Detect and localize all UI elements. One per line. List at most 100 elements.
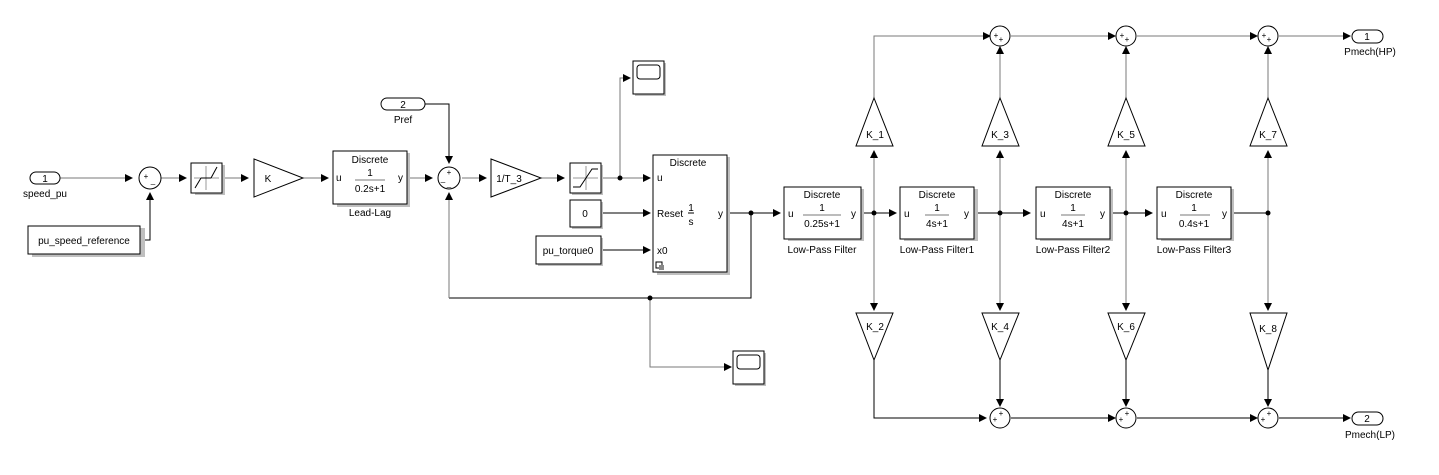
low-pass-filter-1[interactable]: Discrete 1 4s+1 u y Low-Pass Filter1 bbox=[899, 186, 978, 256]
sum-hp-1[interactable]: + + bbox=[989, 25, 1011, 47]
outport-number: 1 bbox=[1364, 32, 1370, 43]
tf-denominator: s bbox=[689, 217, 694, 228]
state-port-icon bbox=[655, 261, 664, 270]
inport-pref[interactable]: 2 Pref bbox=[380, 97, 426, 126]
block-name: Low-Pass Filter1 bbox=[900, 245, 975, 256]
saturation-block[interactable] bbox=[569, 162, 603, 195]
discrete-integrator-block[interactable]: Discrete u Reset 1 s y x0 bbox=[652, 154, 730, 275]
outport-pmech-lp[interactable]: 2 Pmech(LP) bbox=[1345, 411, 1395, 441]
gain-k1[interactable]: K_1 bbox=[855, 96, 894, 147]
sum-hp-2[interactable]: + + bbox=[1115, 25, 1137, 47]
tf-denominator: 0.25s+1 bbox=[804, 219, 840, 230]
tf-numerator: 1 bbox=[819, 203, 825, 214]
gain-inv-t3[interactable]: 1/T_3 bbox=[490, 158, 543, 198]
sum-lp-2[interactable]: + + bbox=[1115, 407, 1137, 429]
lead-lag-block[interactable]: Discrete 1 0.2s+1 u y Lead-Lag bbox=[332, 150, 410, 219]
scope-screen-icon bbox=[736, 354, 761, 370]
gain-value: K_7 bbox=[1259, 130, 1277, 141]
outport-label: Pmech(LP) bbox=[1345, 430, 1395, 441]
low-pass-filter-0[interactable]: Discrete 1 0.25s+1 u y Low-Pass Filter bbox=[783, 186, 864, 256]
tf-denominator: 0.4s+1 bbox=[1179, 219, 1210, 230]
gain-k3[interactable]: K_3 bbox=[981, 96, 1020, 147]
tf-numerator: 1 bbox=[1070, 203, 1076, 214]
tf-numerator: 1 bbox=[367, 168, 373, 179]
tf-denominator: 0.2s+1 bbox=[355, 184, 386, 195]
sum-pref[interactable]: + _ _ bbox=[437, 166, 461, 190]
sum-sign: + bbox=[999, 35, 1004, 44]
gain-value: 1/T_3 bbox=[496, 174, 522, 185]
tf-numerator: 1 bbox=[1191, 203, 1197, 214]
sum-sign: + bbox=[1262, 31, 1267, 40]
sum-sign: + bbox=[1120, 31, 1125, 40]
gain-k4[interactable]: K_4 bbox=[981, 312, 1020, 362]
constant-reset[interactable]: 0 bbox=[569, 199, 603, 229]
saturation-icon bbox=[573, 166, 598, 190]
inport-label: Pref bbox=[394, 115, 413, 126]
gain-k7[interactable]: K_7 bbox=[1249, 96, 1288, 147]
sum-hp-3[interactable]: + + bbox=[1257, 25, 1279, 47]
gain-value: K_1 bbox=[866, 130, 884, 141]
port-label: u bbox=[1161, 209, 1167, 220]
constant-value: pu_torque0 bbox=[543, 246, 594, 257]
dead-zone-block[interactable] bbox=[190, 162, 225, 195]
low-pass-filter-2[interactable]: Discrete 1 4s+1 u y Low-Pass Filter2 bbox=[1035, 186, 1113, 256]
gain-k[interactable]: K bbox=[253, 158, 305, 198]
port-label: u bbox=[1040, 209, 1046, 220]
sum-lp-1[interactable]: + + bbox=[989, 407, 1011, 429]
low-pass-filter-3[interactable]: Discrete 1 0.4s+1 u y Low-Pass Filter3 bbox=[1156, 186, 1234, 256]
port-label: y bbox=[398, 173, 403, 184]
inport-number: 1 bbox=[42, 174, 48, 185]
dead-zone-icon bbox=[194, 166, 219, 190]
sum-sign: + bbox=[447, 168, 452, 177]
port-label: y bbox=[851, 209, 856, 220]
gain-k8[interactable]: K_8 bbox=[1249, 312, 1288, 372]
outport-number: 2 bbox=[1364, 414, 1370, 425]
constant-value: 0 bbox=[582, 209, 588, 220]
block-name: Low-Pass Filter bbox=[788, 245, 858, 256]
port-label: Reset bbox=[657, 209, 683, 220]
sum-speed-error[interactable]: + _ bbox=[138, 166, 162, 190]
block-name: Low-Pass Filter3 bbox=[1157, 245, 1232, 256]
port-label: u bbox=[336, 173, 342, 184]
sum-sign: + bbox=[1267, 409, 1272, 418]
sum-sign: + bbox=[1125, 35, 1130, 44]
sum-sign: + bbox=[1125, 409, 1130, 418]
scope-1[interactable] bbox=[632, 60, 666, 96]
outport-pmech-hp[interactable]: 1 Pmech(HP) bbox=[1344, 29, 1396, 58]
sum-sign: + bbox=[1261, 415, 1266, 424]
port-label: u bbox=[657, 173, 663, 184]
sum-sign: _ bbox=[446, 179, 452, 188]
block-title: Discrete bbox=[1176, 190, 1213, 201]
block-name: Lead-Lag bbox=[349, 208, 391, 219]
scope-2[interactable] bbox=[732, 350, 766, 386]
sum-lp-3[interactable]: + + bbox=[1257, 407, 1279, 429]
gain-k5[interactable]: K_5 bbox=[1107, 96, 1146, 147]
block-title: Discrete bbox=[919, 190, 956, 201]
block-title: Discrete bbox=[670, 158, 707, 169]
block-title: Discrete bbox=[804, 190, 841, 201]
outport-label: Pmech(HP) bbox=[1344, 47, 1396, 58]
port-label: y bbox=[964, 209, 969, 220]
port-label: x0 bbox=[657, 246, 668, 257]
tf-denominator: 4s+1 bbox=[926, 219, 948, 230]
sum-sign: + bbox=[999, 409, 1004, 418]
tf-numerator: 1 bbox=[934, 203, 940, 214]
sum-sign: + bbox=[1267, 35, 1272, 44]
sum-sign: _ bbox=[440, 174, 446, 183]
sum-sign: + bbox=[1119, 415, 1124, 424]
gain-value: K_5 bbox=[1117, 130, 1135, 141]
gain-value: K_2 bbox=[866, 322, 884, 333]
gain-k6[interactable]: K_6 bbox=[1107, 312, 1146, 362]
port-label: y bbox=[1222, 209, 1227, 220]
inport-speed-pu[interactable]: 1 speed_pu bbox=[23, 171, 67, 200]
gain-k2[interactable]: K_2 bbox=[855, 312, 894, 362]
sum-sign: + bbox=[993, 415, 998, 424]
gain-value: K_3 bbox=[991, 130, 1009, 141]
constant-speed-reference[interactable]: pu_speed_reference bbox=[27, 225, 145, 257]
sum-sign: _ bbox=[150, 176, 156, 185]
constant-torque0[interactable]: pu_torque0 bbox=[535, 235, 603, 266]
signal-lines bbox=[60, 32, 1351, 422]
port-label: u bbox=[904, 209, 910, 220]
port-label: u bbox=[788, 209, 794, 220]
gain-value: K_8 bbox=[1259, 324, 1277, 335]
